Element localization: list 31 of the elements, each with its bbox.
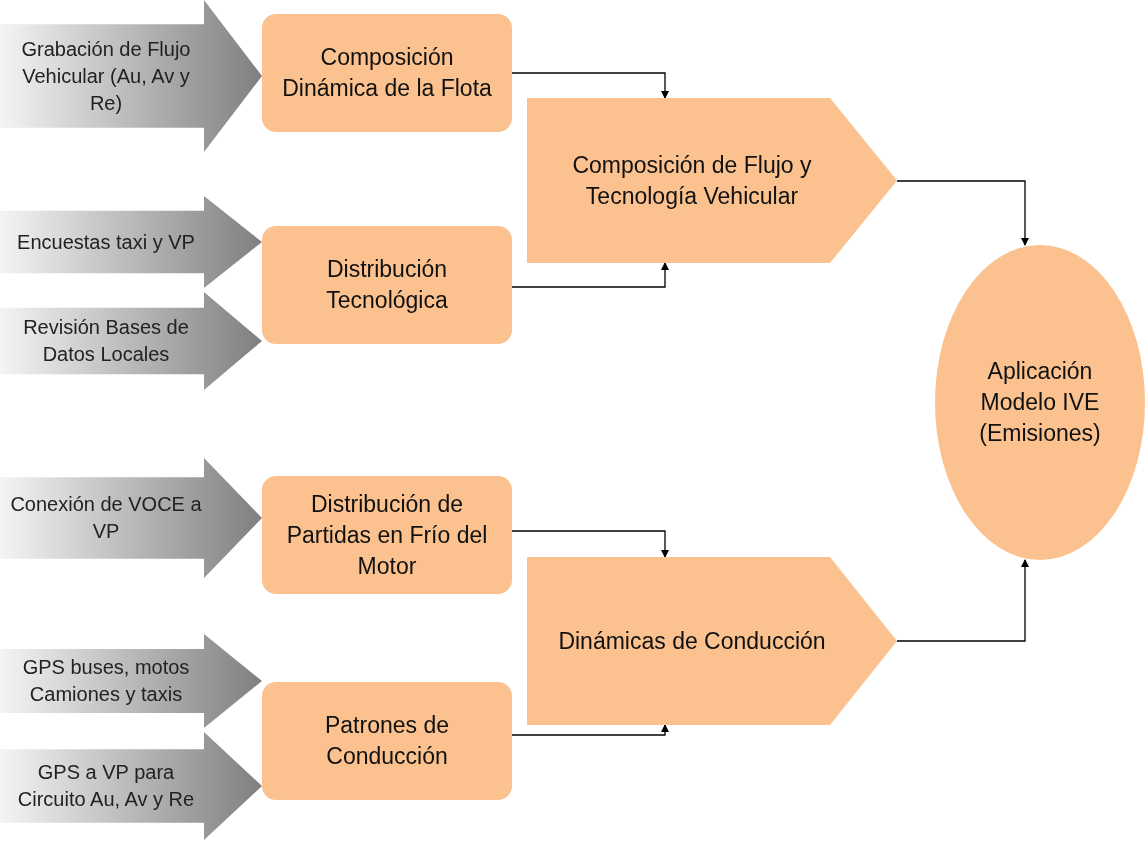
node-label: Aplicación Modelo IVE (Emisiones) xyxy=(978,357,1102,448)
node-label: Composición de Flujo y Tecnología Vehicular xyxy=(571,150,813,211)
process-box xyxy=(262,14,512,132)
node-label: Composición Dinámica de la Flota xyxy=(281,43,493,103)
node-label: Distribución de Partidas en Frío del Motor xyxy=(285,489,489,581)
block-arrow xyxy=(0,196,262,288)
edge-label: GPS buses, motos Camiones y taxis xyxy=(21,655,191,707)
pentagon-arrow-box xyxy=(527,98,897,263)
node-label: Patrones de Conducción xyxy=(324,711,450,771)
block-arrow xyxy=(0,0,262,152)
edge-label: Conexión de VOCE a VP xyxy=(9,492,203,544)
edge-label: Grabación de Flujo Vehicular (Au, Av y Re) xyxy=(20,36,192,116)
connector-arrow xyxy=(511,724,669,736)
pentagon-arrow-box xyxy=(527,557,897,725)
edge-label: GPS a VP para Circuito Au, Av y Re xyxy=(16,760,196,812)
block-arrow xyxy=(0,732,262,840)
node-label: Dinámicas de Conducción xyxy=(558,626,826,656)
connector-arrow xyxy=(896,559,1029,642)
edge-label: Revisión Bases de Datos Locales xyxy=(22,315,190,367)
block-arrow xyxy=(0,634,262,728)
edge-label: Encuestas taxi y VP xyxy=(16,229,196,255)
node-label: Distribución Tecnológica xyxy=(325,255,449,315)
connector-arrow xyxy=(511,72,669,99)
block-arrow xyxy=(0,292,262,390)
connector-arrow xyxy=(896,180,1029,246)
connector-arrow xyxy=(511,530,669,558)
process-box xyxy=(262,682,512,800)
process-box xyxy=(262,476,512,594)
block-arrow xyxy=(0,458,262,578)
connector-arrow xyxy=(511,262,669,288)
process-box xyxy=(262,226,512,344)
